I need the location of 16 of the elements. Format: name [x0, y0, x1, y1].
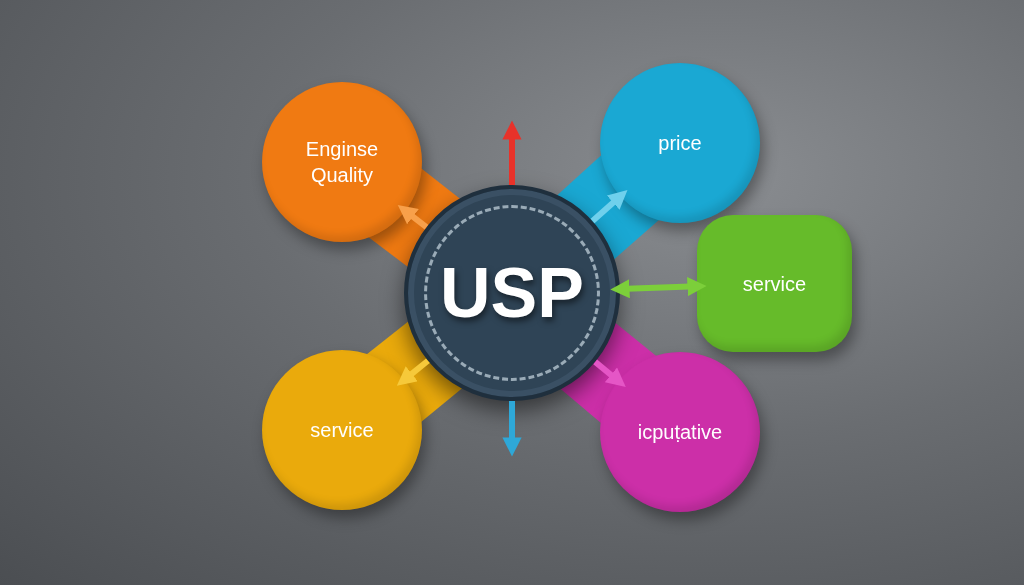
- bubble-node: [600, 63, 760, 223]
- rounded-node: [697, 215, 852, 352]
- arrow: [593, 359, 626, 388]
- node-label: price: [658, 131, 702, 156]
- node-label: service: [742, 271, 807, 297]
- arrow: [397, 204, 429, 230]
- node-label: service: [310, 418, 374, 443]
- arrow: [502, 120, 522, 185]
- arrow: [590, 189, 628, 224]
- node-label: Enginse Quality: [304, 137, 380, 188]
- node-label: USP: [440, 253, 584, 333]
- node-label: icpuṭative: [637, 420, 723, 445]
- arrow: [396, 358, 430, 386]
- bubble-node: [600, 352, 760, 512]
- arrow: [502, 401, 522, 457]
- arrow: [610, 277, 707, 299]
